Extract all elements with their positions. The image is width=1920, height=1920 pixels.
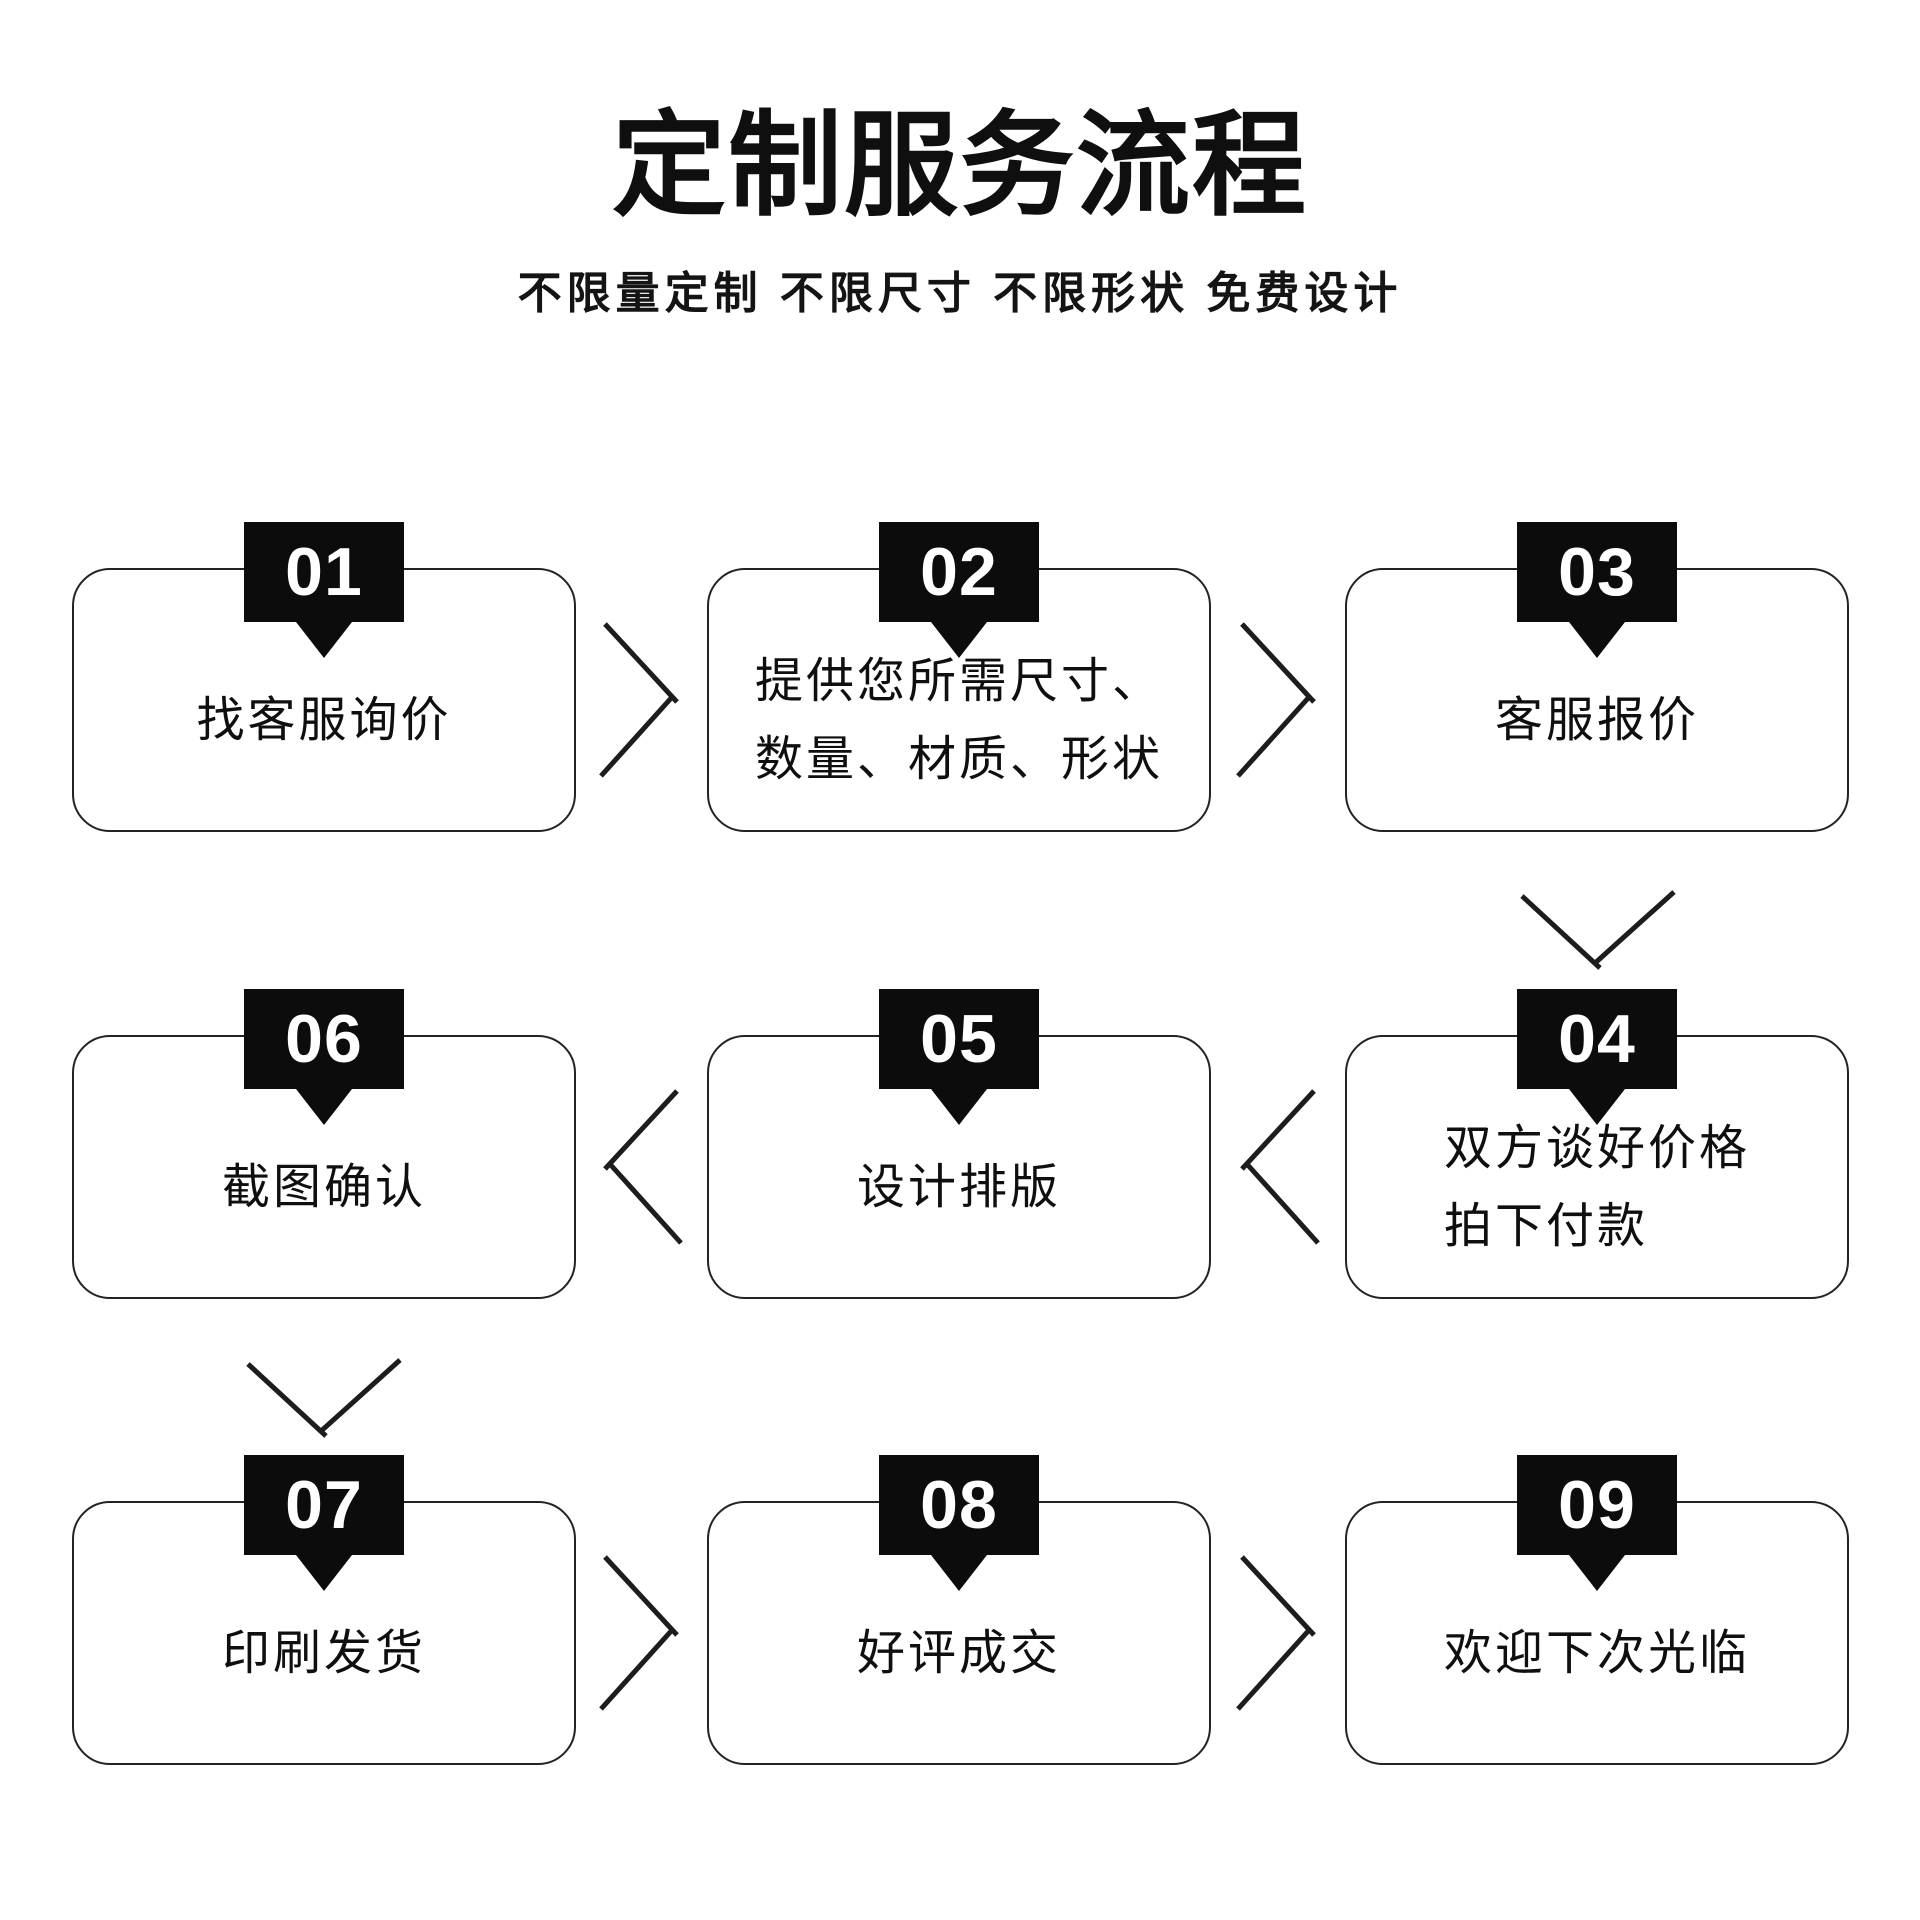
step-number-badge-02: 02	[879, 522, 1039, 658]
badge-tail-icon	[931, 1089, 987, 1125]
badge-tail-icon	[296, 1555, 352, 1591]
step-label-03: 客服报价	[1494, 694, 1699, 747]
step-label-04: 双方谈好价格 拍下付款	[1443, 1122, 1750, 1253]
step-number-badge-08: 08	[879, 1455, 1039, 1591]
step-number: 02	[920, 534, 998, 610]
step-number-badge-09: 09	[1517, 1455, 1677, 1591]
arrow-left-icon-05-06	[599, 1087, 683, 1252]
step-label-07: 印刷发货	[221, 1627, 426, 1680]
step-number: 03	[1558, 534, 1636, 610]
step-number: 01	[285, 534, 363, 610]
step-number: 09	[1558, 1467, 1636, 1543]
step-number-badge-04: 04	[1517, 989, 1677, 1125]
arrow-down-icon-06-07	[244, 1358, 404, 1447]
step-number-badge-01: 01	[244, 522, 404, 658]
badge-tail-icon	[931, 1555, 987, 1591]
step-number: 04	[1558, 1001, 1636, 1077]
step-box-04: 04 双方谈好价格 拍下付款	[1345, 989, 1849, 1299]
arrow-right-icon-02-03	[1236, 620, 1320, 785]
step-box-05: 05 设计排版	[707, 989, 1211, 1299]
badge-tail-icon	[296, 622, 352, 658]
step-box-01: 01 找客服询价	[72, 522, 576, 832]
arrow-down-icon-03-04	[1518, 890, 1678, 979]
arrow-right-icon-08-09	[1236, 1553, 1320, 1718]
step-box-08: 08 好评成交	[707, 1455, 1211, 1765]
step-label-02: 提供您所需尺寸、 数量、材质、形状	[754, 655, 1163, 786]
step-box-09: 09 欢迎下次光临	[1345, 1455, 1849, 1765]
badge-tail-icon	[931, 622, 987, 658]
step-number-badge-06: 06	[244, 989, 404, 1125]
step-box-03: 03 客服报价	[1345, 522, 1849, 832]
arrow-right-icon-07-08	[599, 1553, 683, 1718]
step-box-06: 06 截图确认	[72, 989, 576, 1299]
arrow-right-icon-01-02	[599, 620, 683, 785]
step-label-06: 截图确认	[221, 1161, 426, 1214]
badge-tail-icon	[1569, 1089, 1625, 1125]
step-box-02: 02 提供您所需尺寸、 数量、材质、形状	[707, 522, 1211, 832]
step-number-badge-05: 05	[879, 989, 1039, 1125]
step-number: 08	[920, 1467, 998, 1543]
step-number: 06	[285, 1001, 363, 1077]
step-label-08: 好评成交	[856, 1627, 1061, 1680]
step-label-01: 找客服询价	[196, 694, 452, 747]
step-number: 05	[920, 1001, 998, 1077]
page-subtitle: 不限量定制 不限尺寸 不限形状 免费设计	[517, 269, 1403, 318]
step-number-badge-03: 03	[1517, 522, 1677, 658]
step-number-badge-07: 07	[244, 1455, 404, 1591]
badge-tail-icon	[296, 1089, 352, 1125]
page-title: 定制服务流程	[611, 103, 1308, 230]
step-box-07: 07 印刷发货	[72, 1455, 576, 1765]
badge-tail-icon	[1569, 1555, 1625, 1591]
arrow-left-icon-04-05	[1236, 1087, 1320, 1252]
step-label-09: 欢迎下次光临	[1443, 1627, 1750, 1680]
step-number: 07	[285, 1467, 363, 1543]
step-label-05: 设计排版	[856, 1161, 1061, 1214]
badge-tail-icon	[1569, 622, 1625, 658]
